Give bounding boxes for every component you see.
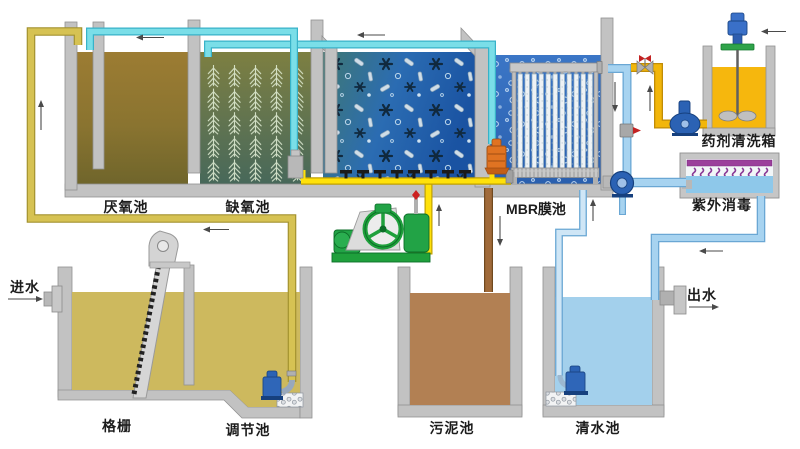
label-uv-disinfection: 紫外消毒 <box>692 197 752 213</box>
flow-arrow-left <box>699 248 723 254</box>
uv-lamp <box>686 159 773 167</box>
flow-arrow-down <box>612 82 618 112</box>
chemical-line-valve <box>636 55 654 75</box>
chemical-dosing-pump <box>669 100 701 136</box>
permeate-line-valve <box>619 123 641 138</box>
manifold-flange <box>596 61 603 74</box>
uv-inlet-stub <box>682 180 692 189</box>
chemical-clean-pipe <box>631 63 707 129</box>
label-sludge-tank: 污泥池 <box>430 420 475 436</box>
regulating-tank <box>43 264 313 419</box>
recirculation-pipe-anoxic-to-anaerobic <box>86 27 298 158</box>
chemical-liquid <box>712 67 766 129</box>
label-effluent: 出水 <box>687 287 717 303</box>
outlet-flange <box>673 285 687 315</box>
air-blower <box>331 190 431 263</box>
regulating-tank-pump <box>261 370 304 408</box>
air-diffusers <box>340 170 471 179</box>
mixer-blade-right <box>737 110 757 122</box>
flow-arrow-left <box>761 28 786 35</box>
label-mbr-tank: MBR膜池 <box>506 201 566 217</box>
uv-water <box>686 176 773 193</box>
receiver-valve <box>412 190 420 200</box>
label-chemical-clean-tank: 药剂清洗箱 <box>702 133 777 149</box>
permeate-pipe <box>608 64 632 176</box>
flow-arrow-left <box>357 32 385 38</box>
flow-arrow-left <box>203 226 229 233</box>
uv-rays <box>691 167 769 178</box>
regulating-tank-baffle <box>183 264 195 386</box>
flow-arrow-down <box>497 216 503 246</box>
recirculation-pipe-mbr-to-anoxic <box>204 40 496 144</box>
label-anoxic-tank: 缺氧池 <box>226 199 271 215</box>
mbr-recirculation-pump <box>484 138 510 180</box>
permeate-suction-pump <box>602 170 635 198</box>
flow-arrow-right <box>8 296 43 302</box>
membrane-top-manifold <box>509 62 603 73</box>
flow-arrow-up <box>590 199 596 221</box>
uv-to-clear-tank-pipe <box>650 196 766 300</box>
sludge-tank <box>397 266 523 418</box>
flow-arrow-up <box>38 100 44 130</box>
flow-arrow-left <box>136 34 164 41</box>
screen-discharge-ledge <box>149 261 191 269</box>
anoxic-recirculation-pump <box>287 149 304 179</box>
membrane-air-flange <box>505 169 514 184</box>
flow-arrow-right <box>689 304 719 310</box>
gravel-base <box>545 391 577 407</box>
backwash-pipe <box>555 190 587 376</box>
flow-arrow-up <box>436 204 442 226</box>
flow-arrows <box>8 28 786 310</box>
bar-screen <box>131 230 191 399</box>
chemical-mixer <box>718 12 757 122</box>
label-influent: 进水 <box>10 279 40 295</box>
label-anaerobic-tank: 厌氧池 <box>104 199 149 215</box>
label-clear-water-tank: 清水池 <box>576 420 621 436</box>
sludge-tank-water <box>410 293 510 405</box>
air-receiver-tank <box>403 213 430 253</box>
flow-arrow-up <box>647 85 653 111</box>
label-bar-screen: 格栅 <box>102 418 132 434</box>
label-regulating-tank: 调节池 <box>226 422 271 438</box>
chemical-clean-tank <box>702 45 776 137</box>
clear-water-pump <box>545 365 588 407</box>
uv-disinfection-unit <box>679 152 780 199</box>
membrane-module <box>509 61 603 184</box>
mixer-blade-left <box>718 110 738 122</box>
aerobic-floc-pattern <box>324 54 474 180</box>
inlet-flange <box>51 285 63 313</box>
bioreactor-walls <box>64 17 614 198</box>
influent-transfer-pipe <box>26 27 297 382</box>
mixer-mount-plate <box>720 43 755 51</box>
